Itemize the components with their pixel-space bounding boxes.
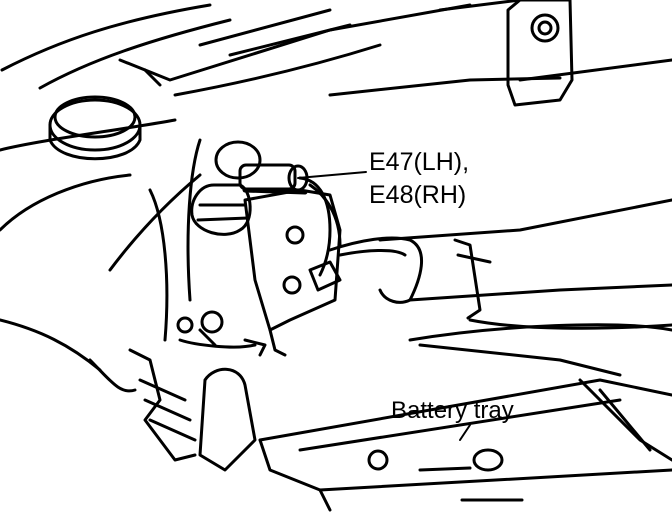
connector-leader-line [297, 171, 367, 179]
reservoir-cap [48, 95, 142, 161]
strut-bracket [506, 0, 574, 107]
sensor-body [190, 140, 309, 236]
lower-mount [128, 310, 267, 472]
sensor-bracket [243, 188, 342, 357]
battery-tray-label: Battery tray [391, 397, 514, 424]
wire-harness [298, 176, 672, 304]
connector-label-rh: E48(RH) [369, 181, 467, 209]
cowl-panel [0, 0, 672, 97]
hose-clamp [453, 238, 672, 330]
connector-label-lh: E47(LH), [369, 148, 470, 176]
battery-tray-leader-line [459, 424, 471, 441]
battery-tray-shape [258, 323, 672, 512]
fender-curves [0, 118, 202, 393]
